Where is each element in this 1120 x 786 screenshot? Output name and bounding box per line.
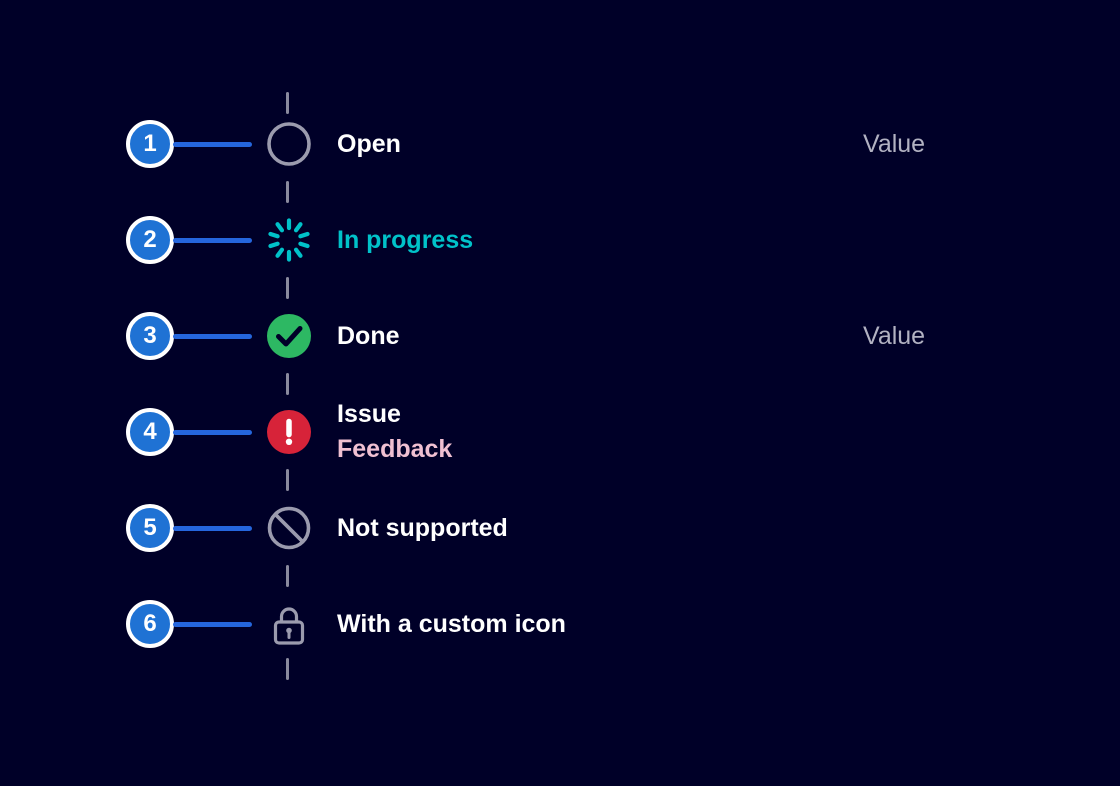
annotation-pointer-line	[173, 238, 252, 243]
timeline-item-in-progress: 2 In progress	[0, 192, 1120, 288]
annotation-pointer-line	[173, 430, 252, 435]
timeline-track-dash	[286, 565, 289, 587]
check-circle-icon	[266, 313, 312, 359]
timeline-item-issue: 4 Issue Feedback	[0, 384, 1120, 480]
timeline-item-open: 1 Open Value	[0, 96, 1120, 192]
lock-icon	[266, 601, 312, 647]
timeline-track-dash	[286, 658, 289, 680]
timeline-track-dash	[286, 469, 289, 491]
timeline-item-label: In progress	[337, 225, 474, 254]
exclamation-circle-icon	[266, 409, 312, 455]
annotation-marker-3[interactable]: 3	[126, 312, 174, 360]
annotation-pointer-line	[173, 334, 252, 339]
annotation-pointer-line	[173, 526, 252, 531]
timeline-item-sublabel: Feedback	[337, 435, 453, 463]
circle-outline-icon	[266, 121, 312, 167]
spinner-icon	[266, 217, 312, 263]
timeline-item-label: Done	[337, 321, 400, 350]
timeline-item-not-supported: 5 Not supported	[0, 480, 1120, 576]
timeline-item-value: Value	[863, 321, 926, 350]
timeline-track-dash	[286, 373, 289, 395]
timeline-item-label: Open	[337, 129, 401, 158]
timeline-item-label: With a custom icon	[337, 609, 566, 638]
annotation-marker-5[interactable]: 5	[126, 504, 174, 552]
annotation-pointer-line	[173, 622, 252, 627]
timeline-track-dash	[286, 92, 289, 114]
timeline-item-label-group: Issue Feedback	[337, 397, 452, 467]
annotation-pointer-line	[173, 142, 252, 147]
timeline-item-done: 3 Done Value	[0, 288, 1120, 384]
timeline-track-dash	[286, 277, 289, 299]
timeline-item-label: Not supported	[337, 513, 508, 542]
timeline-item-custom: 6 With a custom icon	[0, 576, 1120, 672]
timeline-item-value: Value	[863, 129, 926, 158]
annotation-marker-4[interactable]: 4	[126, 408, 174, 456]
prohibited-icon	[266, 505, 312, 551]
annotation-marker-6[interactable]: 6	[126, 600, 174, 648]
annotation-marker-2[interactable]: 2	[126, 216, 174, 264]
annotation-marker-1[interactable]: 1	[126, 120, 174, 168]
timeline-item-label: Issue	[337, 400, 401, 428]
timeline-track-dash	[286, 181, 289, 203]
